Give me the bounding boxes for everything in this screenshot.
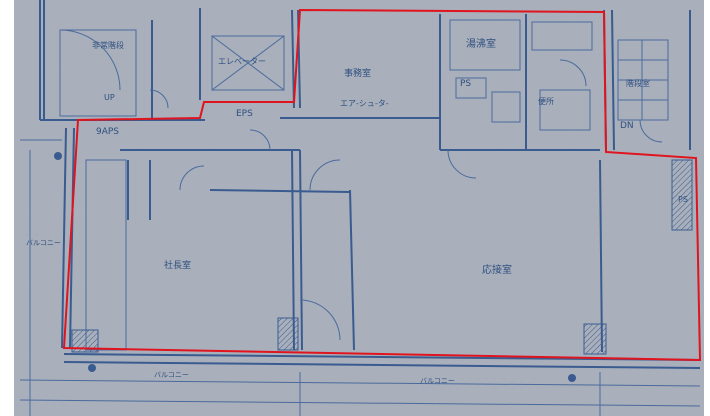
markers — [54, 152, 576, 382]
eps-label-left: EPS — [236, 109, 253, 119]
room-label-kitchenette: 湯沸室 — [466, 39, 496, 50]
up-label: UP — [104, 93, 115, 102]
balcony-label-bottom-right: バルコニー — [420, 377, 455, 385]
balcony-label-left: バルコニー — [26, 239, 61, 247]
duct-label: エア-シュ-タ- — [340, 99, 389, 108]
door-swings — [59, 29, 663, 341]
ps-label-top-left: 9APS — [96, 127, 120, 137]
ps-label-right: PS — [678, 195, 688, 204]
room-label-stair: 階段室 — [626, 79, 650, 88]
down-label: DN — [620, 121, 634, 131]
detail-lines — [19, 19, 701, 416]
highlight-boundary — [62, 8, 702, 362]
room-label-toilet: 便所 — [538, 97, 554, 106]
room-label-president: 社長室 — [164, 261, 192, 271]
room-label-office: 事務室 — [344, 69, 372, 79]
balcony-label-bottom-left: バルコニー — [154, 371, 189, 379]
columns — [71, 159, 693, 355]
walls — [39, 0, 701, 369]
room-label-elevator: エレベーター — [218, 57, 266, 66]
room-label-reception: 応接室 — [482, 265, 512, 276]
room-label-emergency-stair: 非常階段 — [92, 41, 124, 50]
ps-label-toilet: PS — [460, 79, 472, 89]
